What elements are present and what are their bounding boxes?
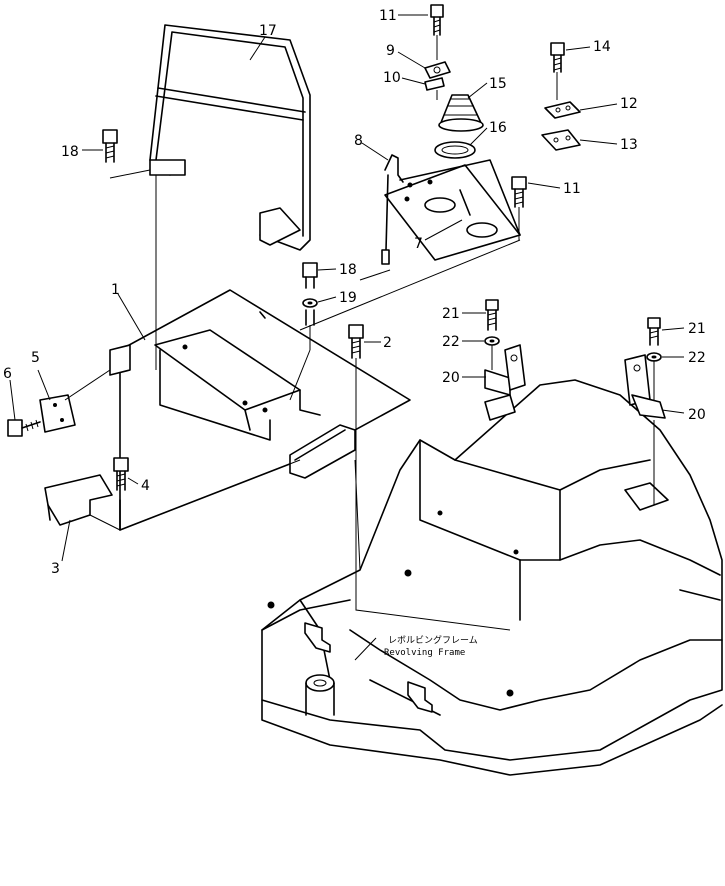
callout-5: 5 xyxy=(31,350,40,366)
callout-22-left: 22 xyxy=(442,334,460,350)
plate-10 xyxy=(424,77,445,91)
callout-22-right: 22 xyxy=(688,350,706,366)
console-plate xyxy=(384,159,521,261)
bolt-2 xyxy=(348,324,364,359)
callout-21-right: 21 xyxy=(688,321,706,337)
cable xyxy=(381,154,404,265)
bolt-11-right xyxy=(511,176,527,208)
callout-20-left: 20 xyxy=(442,370,460,386)
bracket-20-right xyxy=(624,354,666,419)
callout-7: 7 xyxy=(414,236,423,252)
cover-plate xyxy=(44,474,113,526)
callout-8: 8 xyxy=(354,133,363,149)
note-japanese: レボルビングフレーム xyxy=(388,634,478,646)
note-english: Revolving Frame xyxy=(384,648,465,658)
washer-19 xyxy=(302,298,318,326)
plate-12 xyxy=(544,101,581,119)
bolt-18-center xyxy=(302,262,318,289)
bracket-20-left xyxy=(484,344,526,396)
callout-4: 4 xyxy=(141,478,150,494)
plate-9 xyxy=(424,61,451,79)
callout-6: 6 xyxy=(3,366,12,382)
callout-11-top: 11 xyxy=(379,8,397,24)
callout-20-right: 20 xyxy=(688,407,706,423)
callout-labels: 11 9 10 15 16 8 14 12 13 11 7 17 18 1 18… xyxy=(3,8,706,577)
boot xyxy=(438,94,484,132)
callout-19: 19 xyxy=(339,290,357,306)
bolt-14 xyxy=(550,42,565,73)
bolt-4 xyxy=(113,457,129,491)
seal-ring xyxy=(434,141,476,159)
bolt-6 xyxy=(7,419,41,437)
bolt-21-right xyxy=(647,317,661,346)
callout-2: 2 xyxy=(383,335,392,351)
callout-13: 13 xyxy=(620,137,638,153)
callout-15: 15 xyxy=(489,76,507,92)
washer-22-right xyxy=(646,352,662,362)
callout-11-right: 11 xyxy=(563,181,581,197)
bolt-18-left xyxy=(102,129,118,163)
callout-12: 12 xyxy=(620,96,638,112)
handrail xyxy=(109,24,311,370)
callout-16: 16 xyxy=(489,120,507,136)
callout-1: 1 xyxy=(111,282,120,298)
callout-9: 9 xyxy=(386,43,395,59)
callout-14: 14 xyxy=(593,39,611,55)
callout-3: 3 xyxy=(51,561,60,577)
callout-17: 17 xyxy=(259,23,277,39)
plate-13 xyxy=(541,129,581,151)
revolving-frame xyxy=(261,379,723,776)
bolt-21-left xyxy=(485,299,499,331)
assembly-lines xyxy=(64,35,655,631)
bolt-11-top xyxy=(430,4,444,36)
bracket-plate xyxy=(39,394,76,433)
floor-frame xyxy=(109,289,411,531)
callout-21-left: 21 xyxy=(442,306,460,322)
washer-22-left xyxy=(484,336,500,346)
callout-18-left: 18 xyxy=(61,144,79,160)
leader-lines xyxy=(9,14,685,661)
callout-18-center: 18 xyxy=(339,262,357,278)
frame-note: レボルビングフレーム Revolving Frame xyxy=(384,634,478,658)
callout-10: 10 xyxy=(383,70,401,86)
